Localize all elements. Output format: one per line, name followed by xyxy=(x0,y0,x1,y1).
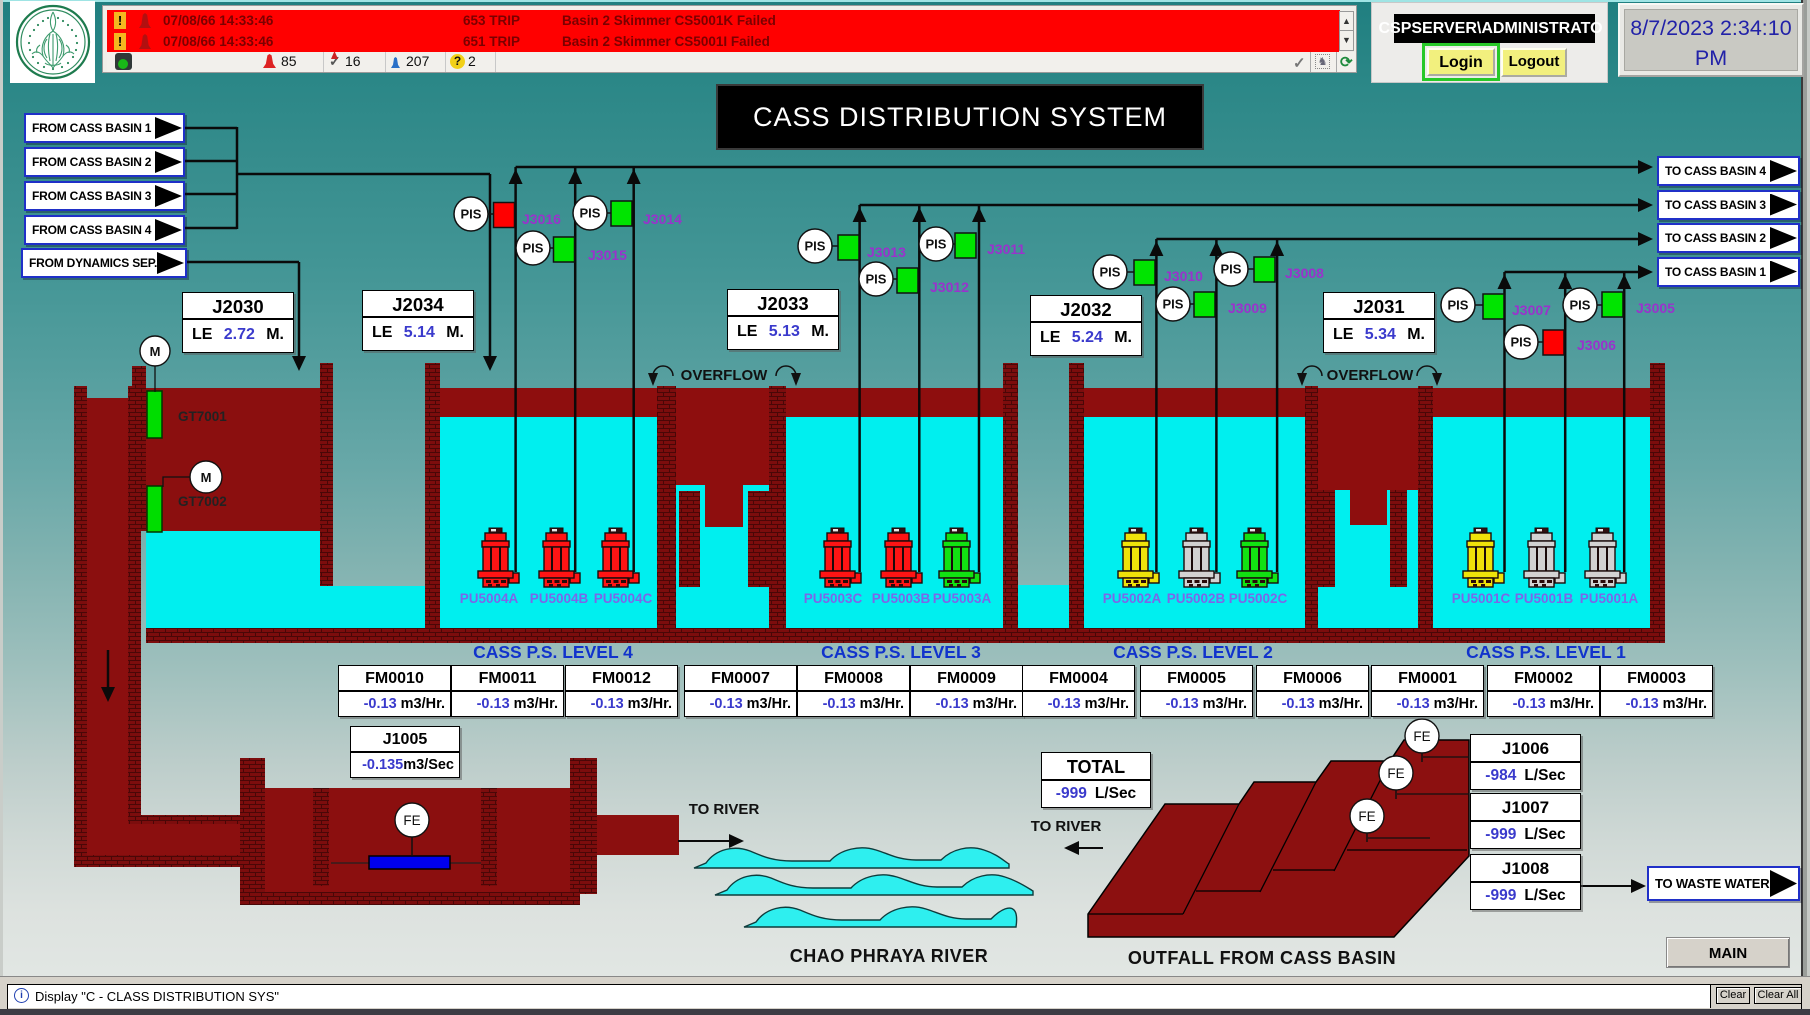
svg-text:J3007: J3007 xyxy=(1512,302,1551,318)
svg-text:J3013: J3013 xyxy=(867,244,906,260)
svg-text:OUTFALL FROM CASS BASIN: OUTFALL FROM CASS BASIN xyxy=(1128,948,1396,968)
svg-text:TO RIVER: TO RIVER xyxy=(1031,818,1102,835)
svg-text:J3005: J3005 xyxy=(1636,300,1675,316)
svg-text:J3010: J3010 xyxy=(1164,268,1203,284)
svg-text:PU5002B: PU5002B xyxy=(1167,591,1226,606)
svg-text:PU5001B: PU5001B xyxy=(1515,591,1574,606)
svg-text:CASS P.S. LEVEL 3: CASS P.S. LEVEL 3 xyxy=(821,642,981,662)
svg-text:GT7002: GT7002 xyxy=(178,494,227,509)
svg-text:CHAO PHRAYA RIVER: CHAO PHRAYA RIVER xyxy=(790,946,989,966)
svg-text:M: M xyxy=(150,344,161,359)
svg-text:PU5003A: PU5003A xyxy=(933,591,992,606)
svg-text:J3012: J3012 xyxy=(930,279,969,295)
svg-text:CASS P.S. LEVEL 4: CASS P.S. LEVEL 4 xyxy=(473,642,633,662)
svg-text:PIS: PIS xyxy=(1570,298,1591,313)
svg-text:FE: FE xyxy=(1387,766,1404,781)
svg-text:PIS: PIS xyxy=(1448,298,1469,313)
svg-text:J3009: J3009 xyxy=(1228,300,1267,316)
svg-text:PIS: PIS xyxy=(461,207,482,222)
svg-text:PIS: PIS xyxy=(1221,262,1242,277)
svg-text:FE: FE xyxy=(403,813,420,828)
svg-text:FE: FE xyxy=(1413,729,1430,744)
svg-text:FE: FE xyxy=(1358,809,1375,824)
svg-text:PIS: PIS xyxy=(580,206,601,221)
svg-text:PIS: PIS xyxy=(805,239,826,254)
svg-text:PIS: PIS xyxy=(523,241,544,256)
svg-text:PU5004B: PU5004B xyxy=(530,591,589,606)
svg-text:M: M xyxy=(201,470,212,485)
svg-text:J3006: J3006 xyxy=(1577,337,1616,353)
svg-text:PU5004C: PU5004C xyxy=(594,591,653,606)
svg-text:J3016: J3016 xyxy=(522,211,561,227)
svg-text:J3011: J3011 xyxy=(987,241,1025,257)
svg-text:PIS: PIS xyxy=(1100,265,1121,280)
svg-text:PIS: PIS xyxy=(1511,335,1532,350)
svg-text:TO RIVER: TO RIVER xyxy=(689,801,760,818)
svg-text:CASS P.S. LEVEL 2: CASS P.S. LEVEL 2 xyxy=(1113,642,1273,662)
svg-text:GT7001: GT7001 xyxy=(178,409,227,424)
svg-text:CASS P.S. LEVEL 1: CASS P.S. LEVEL 1 xyxy=(1466,642,1626,662)
svg-text:PIS: PIS xyxy=(866,272,887,287)
svg-text:PIS: PIS xyxy=(926,237,947,252)
svg-text:J3008: J3008 xyxy=(1285,265,1324,281)
svg-text:OVERFLOW: OVERFLOW xyxy=(1327,367,1415,384)
svg-text:PU5004A: PU5004A xyxy=(460,591,519,606)
svg-text:PU5001C: PU5001C xyxy=(1452,591,1511,606)
svg-text:PU5002C: PU5002C xyxy=(1229,591,1288,606)
svg-text:PIS: PIS xyxy=(1163,297,1184,312)
svg-text:J3014: J3014 xyxy=(643,211,682,227)
svg-text:PU5003B: PU5003B xyxy=(872,591,931,606)
svg-text:OVERFLOW: OVERFLOW xyxy=(681,367,769,384)
svg-text:J3015: J3015 xyxy=(588,247,627,263)
svg-text:PU5003C: PU5003C xyxy=(804,591,863,606)
svg-text:PU5001A: PU5001A xyxy=(1580,591,1639,606)
svg-text:PU5002A: PU5002A xyxy=(1103,591,1162,606)
